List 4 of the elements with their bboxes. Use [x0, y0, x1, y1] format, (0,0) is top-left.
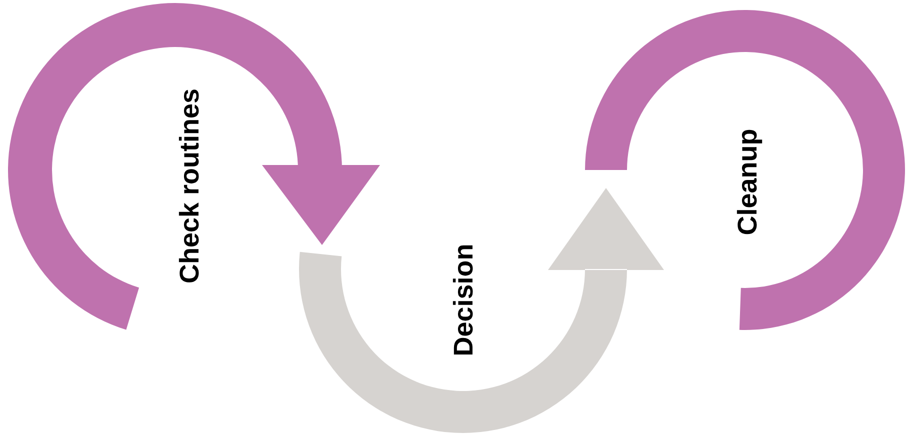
curved-arrow: [299, 188, 664, 433]
step-label: Cleanup: [732, 128, 764, 236]
edge-label: Decision: [448, 244, 480, 356]
step-label: Check routines: [174, 88, 206, 284]
